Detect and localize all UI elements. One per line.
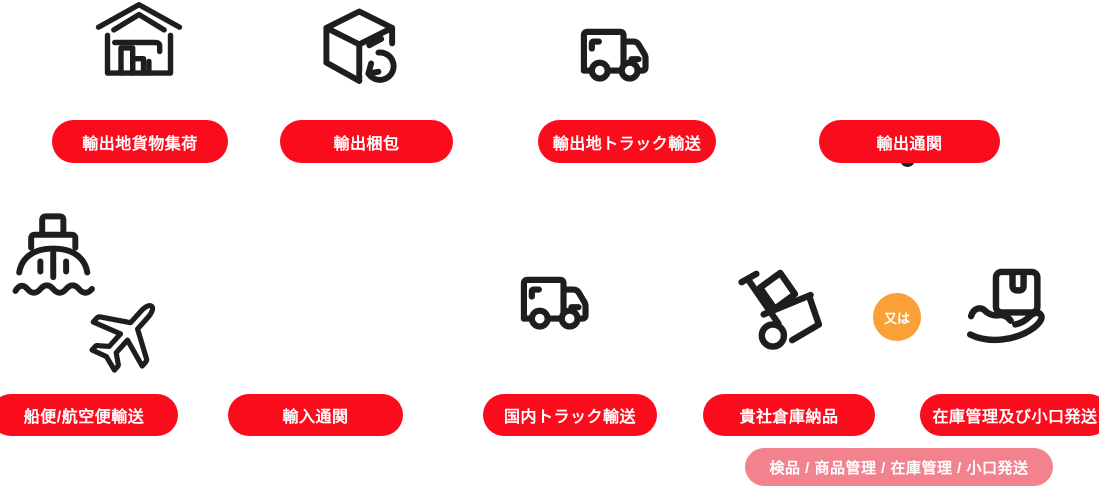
package-icon — [316, 6, 408, 90]
or-badge: 又は — [873, 293, 921, 341]
label-export-packing: 輸出梱包 — [280, 120, 453, 163]
label-sea-air-transport: 船便/航空便輸送 — [0, 394, 178, 436]
label-inventory-small-lot-shipping: 在庫管理及び小口発送 — [920, 394, 1099, 436]
label-export-truck-transport: 輸出地トラック輸送 — [538, 120, 716, 163]
label-export-customs: 輸出通関 — [819, 120, 1000, 163]
ship-icon — [10, 206, 102, 304]
truck-icon — [516, 264, 604, 338]
label-services-detail: 検品 / 商品管理 / 在庫管理 / 小口発送 — [745, 448, 1053, 486]
label-export-cargo-pickup: 輸出地貨物集荷 — [52, 120, 228, 163]
label-domestic-truck-transport: 国内トラック輸送 — [483, 394, 657, 436]
handtruck-icon — [737, 261, 829, 353]
label-import-customs: 輸入通関 — [228, 394, 403, 436]
hand-box-icon — [961, 259, 1053, 353]
warehouse-icon — [94, 0, 184, 85]
truck-icon — [576, 18, 664, 88]
label-customer-warehouse-delivery: 貴社倉庫納品 — [703, 394, 875, 436]
airplane-icon — [74, 290, 174, 384]
